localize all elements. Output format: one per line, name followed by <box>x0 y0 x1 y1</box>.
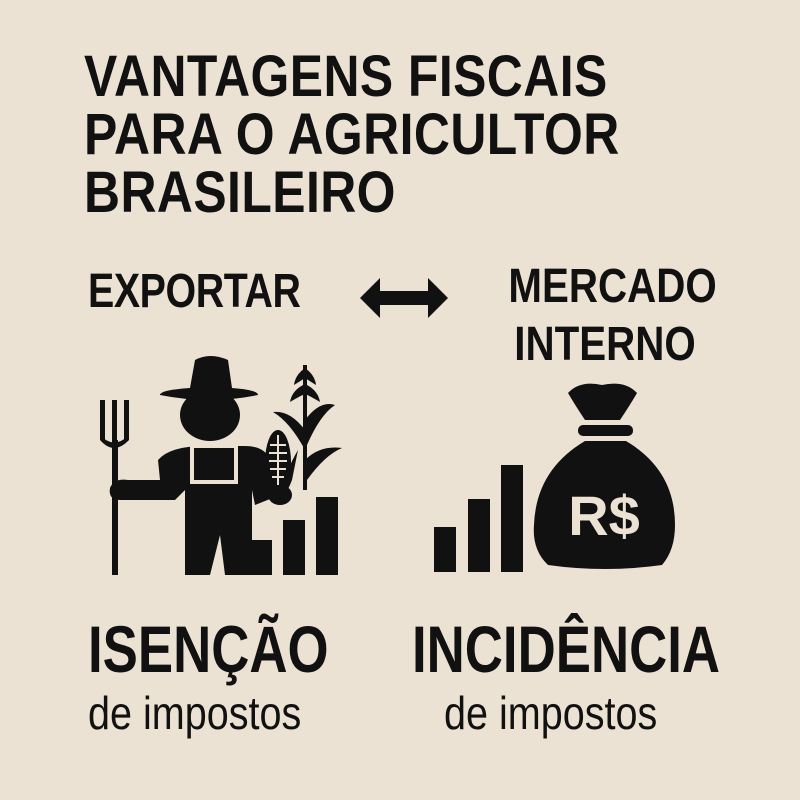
domestic-market-label: MERCADO INTERNO <box>490 258 720 374</box>
money-bag-icon <box>533 383 675 569</box>
pitchfork-icon <box>100 400 129 575</box>
corn-icon <box>260 430 298 502</box>
exemption-subtitle: de impostos <box>88 687 302 739</box>
title-line-1: VANTAGENS FISCAIS <box>84 44 608 109</box>
title-line-3: BRASILEIRO <box>84 160 396 225</box>
money-bag-illustration: R$ <box>434 383 675 572</box>
exemption-title: ISENÇÃO <box>88 612 329 686</box>
bar-chart-icon <box>434 465 523 572</box>
bar-chart-icon <box>250 497 338 575</box>
incidence-subtitle: de impostos <box>444 687 658 739</box>
title-line-2: PARA O AGRICULTOR <box>84 102 620 167</box>
page-title: VANTAGENS FISCAIS PARA O AGRICULTOR BRAS… <box>84 48 707 222</box>
domestic-market-label-line-1: MERCADO <box>508 260 717 313</box>
corn-plant-icon <box>273 365 342 490</box>
farmer-icon <box>100 356 342 575</box>
export-label: EXPORTAR <box>88 265 301 318</box>
double-arrow-icon <box>360 278 448 318</box>
domestic-market-label-line-2: INTERNO <box>514 318 696 371</box>
incidence-title: INCIDÊNCIA <box>412 612 721 686</box>
currency-symbol: R$ <box>568 484 640 547</box>
